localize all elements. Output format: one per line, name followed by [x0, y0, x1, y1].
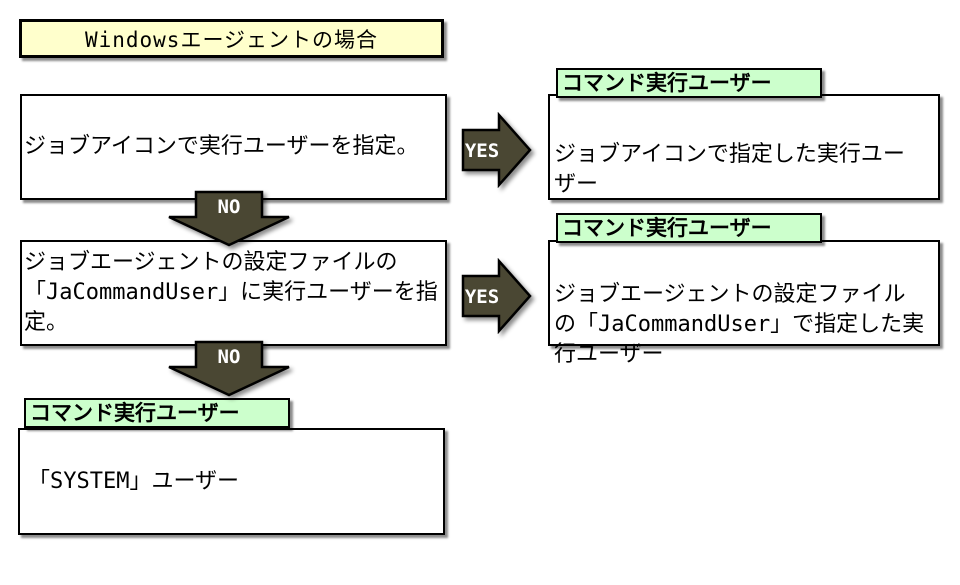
- down-arrow-icon: NO: [168, 190, 290, 247]
- yes-arrow-2-label: YES: [465, 286, 499, 308]
- result-box-2: ジョブエージェントの設定ファイル の「JaCommandUser」で指定した実 …: [548, 240, 940, 367]
- title-box: Windowsエージェントの場合: [19, 19, 444, 58]
- result-box-3: 「SYSTEM」ユーザー: [18, 428, 445, 535]
- result-2-text: ジョブエージェントの設定ファイル の「JaCommandUser」で指定した実 …: [554, 282, 925, 367]
- no-arrow-1: NO: [166, 190, 292, 252]
- result-box-1: ジョブアイコンで指定した実行ユー ザー: [548, 94, 940, 200]
- no-arrow-2-label: NO: [218, 346, 241, 368]
- decision-1-text: ジョブアイコンで実行ユーザーを指定。: [24, 134, 419, 159]
- down-arrow-icon: NO: [168, 340, 290, 397]
- yes-arrow-1-label: YES: [465, 140, 499, 162]
- result-3-header: コマンド実行ユーザー: [24, 398, 290, 428]
- no-arrow-2: NO: [166, 340, 292, 402]
- right-arrow-icon: YES: [461, 111, 532, 189]
- no-arrow-1-label: NO: [218, 196, 241, 218]
- result-2-header: コマンド実行ユーザー: [556, 213, 822, 243]
- right-arrow-icon: YES: [461, 257, 532, 335]
- decision-box-2: ジョブエージェントの設定ファイルの 「JaCommandUser」に実行ユーザー…: [20, 240, 447, 346]
- result-1-header: コマンド実行ユーザー: [556, 68, 822, 98]
- yes-arrow-2: YES: [461, 257, 533, 338]
- decision-2-text: ジョブエージェントの設定ファイルの 「JaCommandUser」に実行ユーザー…: [24, 250, 438, 335]
- result-1-text: ジョブアイコンで指定した実行ユー ザー: [554, 142, 905, 197]
- yes-arrow-1: YES: [461, 111, 533, 192]
- result-3-text: 「SYSTEM」ユーザー: [28, 468, 240, 494]
- decision-box-1: ジョブアイコンで実行ユーザーを指定。: [20, 94, 447, 200]
- title-label: Windowsエージェントの場合: [84, 27, 379, 52]
